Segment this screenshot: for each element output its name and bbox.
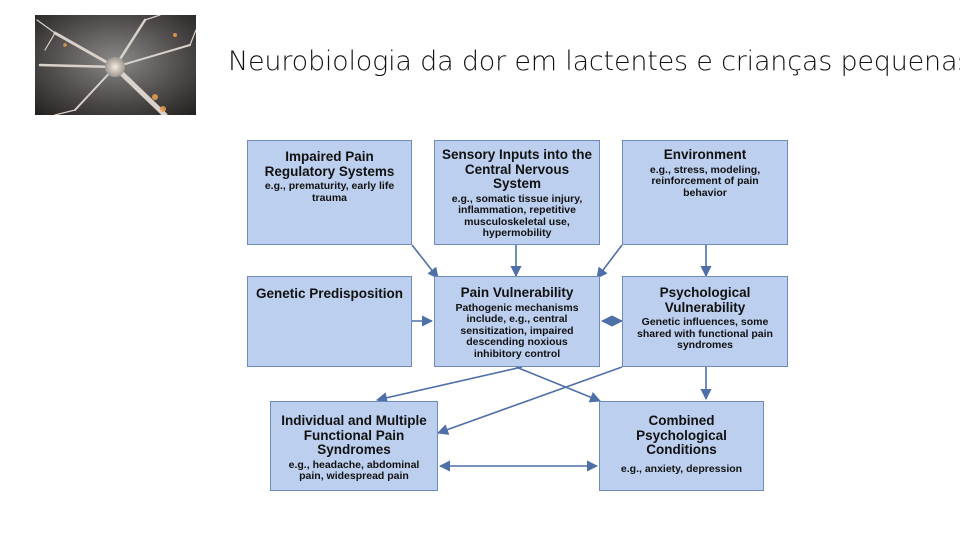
arrow-impaired-to-vulnerability bbox=[411, 244, 439, 279]
slide-title: Neurobiologia da dor em lactentes e cria… bbox=[228, 46, 960, 77]
impaired-pain-regulatory-detail: e.g., prematurity, early life trauma bbox=[264, 180, 395, 204]
sensory-inputs-box: Sensory Inputs into the Central Nervous … bbox=[434, 140, 600, 245]
combined-psychological-heading: Combined Psychological Conditions bbox=[636, 413, 727, 457]
environment-box: Environment e.g., stress, modeling, rein… bbox=[622, 140, 788, 245]
pain-vulnerability-detail: Pathogenic mechanisms include, e.g., cen… bbox=[455, 301, 579, 360]
psychological-vulnerability-detail: Genetic influences, some shared with fun… bbox=[637, 316, 773, 351]
combined-psychological-box: Combined Psychological Conditions e.g., … bbox=[599, 401, 764, 491]
arrow-psych-vulnerability-to-syndromes bbox=[436, 366, 623, 435]
psychological-vulnerability-heading: Psychological Vulnerability bbox=[659, 285, 751, 315]
pain-vulnerability-heading: Pain Vulnerability bbox=[460, 285, 574, 300]
pain-vulnerability-box: Pain Vulnerability Pathogenic mechanisms… bbox=[434, 276, 600, 367]
genetic-predisposition-box: Genetic Predisposition bbox=[247, 276, 412, 367]
functional-pain-syndromes-box: Individual and Multiple Functional Pain … bbox=[270, 401, 438, 491]
neuron-image bbox=[35, 15, 196, 115]
arrow-environment-to-vulnerability bbox=[596, 244, 623, 279]
sensory-inputs-detail: e.g., somatic tissue injury, inflammatio… bbox=[451, 192, 583, 239]
impaired-pain-regulatory-heading: Impaired Pain Regulatory Systems bbox=[264, 149, 395, 179]
psychological-vulnerability-box: Psychological Vulnerability Genetic infl… bbox=[622, 276, 788, 367]
genetic-predisposition-heading: Genetic Predisposition bbox=[255, 286, 404, 301]
arrow-vulnerability-to-syndromes bbox=[375, 366, 523, 404]
combined-psychological-detail: e.g., anxiety, depression bbox=[620, 462, 743, 475]
impaired-pain-regulatory-box: Impaired Pain Regulatory Systems e.g., p… bbox=[247, 140, 412, 245]
arrow-vulnerability-to-combined bbox=[515, 366, 602, 403]
environment-detail: e.g., stress, modeling, reinforcement of… bbox=[649, 163, 761, 199]
functional-pain-syndromes-heading: Individual and Multiple Functional Pain … bbox=[281, 413, 427, 457]
sensory-inputs-heading: Sensory Inputs into the Central Nervous … bbox=[441, 147, 592, 191]
environment-heading: Environment bbox=[663, 147, 747, 162]
functional-pain-syndromes-detail: e.g., headache, abdominal pain, widespre… bbox=[288, 458, 420, 482]
neuron-illustration bbox=[35, 15, 196, 115]
